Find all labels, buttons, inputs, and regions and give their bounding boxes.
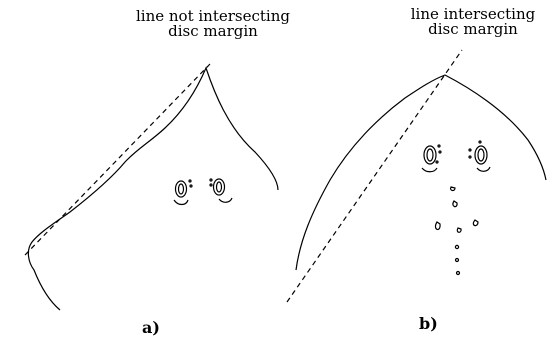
panel-b-pore: [451, 187, 455, 191]
panel-a-label: a): [142, 318, 160, 337]
panel-b-pore: [457, 272, 460, 275]
panel-b-caption-line2: disc margin: [393, 22, 553, 37]
panel-b-disc-outline: [296, 75, 546, 270]
panel-b-drawing: [287, 50, 546, 302]
panel-b-pore: [435, 222, 440, 230]
panel-a-tangent-line: [25, 64, 210, 255]
panel-b-spiracles: [422, 141, 490, 275]
panel-b-label: b): [419, 314, 438, 333]
panel-a-drawing: [25, 64, 278, 310]
panel-a-spiracles: [174, 179, 232, 205]
panel-b-pore: [473, 220, 478, 226]
panel-b-pore: [455, 245, 458, 248]
panel-b-pore: [457, 228, 461, 232]
panel-b-pore: [456, 259, 459, 262]
panel-a-caption-line2: disc margin: [113, 24, 313, 39]
panel-a-caption: line not intersecting disc margin: [113, 9, 313, 39]
panel-b-caption: line intersecting disc margin: [393, 7, 553, 37]
panel-a-disc-outline: [28, 68, 278, 310]
panel-b-pore: [453, 201, 457, 207]
panel-b-intersecting-line: [287, 50, 462, 302]
